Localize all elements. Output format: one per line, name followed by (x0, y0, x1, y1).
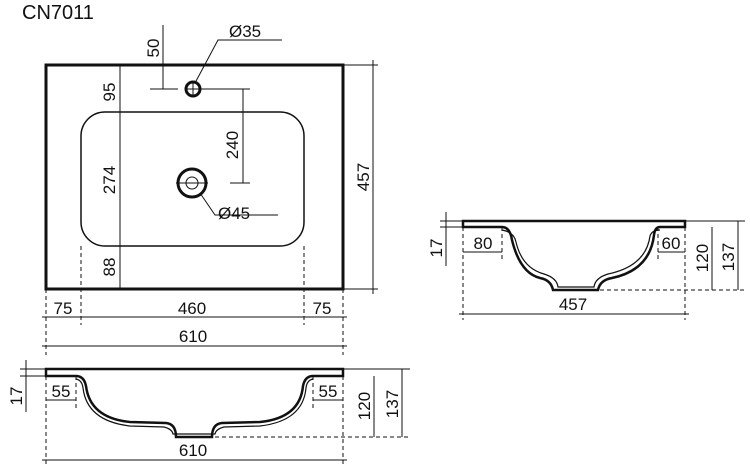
model-title: CN7011 (22, 2, 94, 24)
leader-45 (199, 192, 278, 216)
front-dim-left-rim: 55 (52, 382, 71, 401)
side-dim-rim-thickness: 17 (427, 239, 446, 258)
dim-basin-bottom-margin: 88 (100, 258, 119, 277)
drain-hole (176, 167, 208, 199)
side-profile-inner (501, 229, 661, 288)
dim-tap-offset: 50 (144, 39, 163, 58)
side-view: 17 80 60 120 137 457 (427, 212, 745, 320)
dim-tap-diameter: Ø35 (229, 22, 261, 41)
basin-outline (80, 111, 305, 247)
side-dim-right-rim: 60 (662, 234, 681, 253)
dim-basin-top-margin: 95 (100, 83, 119, 102)
dim-tap-to-drain: 240 (223, 131, 242, 159)
dim-right-margin: 75 (313, 299, 332, 318)
front-profile-inner (75, 378, 314, 435)
leader-35 (194, 39, 282, 84)
front-dim-overall-height: 137 (383, 390, 402, 418)
tap-hole (184, 80, 202, 98)
dim-left-margin: 75 (54, 299, 73, 318)
sink-outline (44, 63, 345, 291)
dim-overall-width: 610 (179, 327, 207, 346)
front-dim-overall-width: 610 (179, 441, 207, 460)
front-dim-right-rim: 55 (319, 382, 338, 401)
front-dim-rim-thickness: 17 (7, 387, 26, 406)
dim-basin-length: 274 (100, 166, 119, 194)
front-view: 17 55 55 120 137 610 (7, 360, 410, 465)
front-profile (44, 367, 345, 439)
side-profile (461, 219, 687, 292)
front-dim-basin-depth: 120 (355, 392, 374, 420)
side-dim-left-rim: 80 (474, 234, 493, 253)
side-dim-overall-height: 137 (719, 243, 738, 271)
side-dim-basin-depth: 120 (693, 244, 712, 272)
dim-basin-width: 460 (178, 299, 206, 318)
side-dim-overall-depth: 457 (559, 295, 587, 314)
dim-drain-diameter: Ø45 (218, 204, 250, 223)
dim-overall-depth: 457 (354, 163, 373, 191)
top-view: 50 Ø35 95 274 88 240 Ø45 457 75 460 (42, 22, 378, 355)
